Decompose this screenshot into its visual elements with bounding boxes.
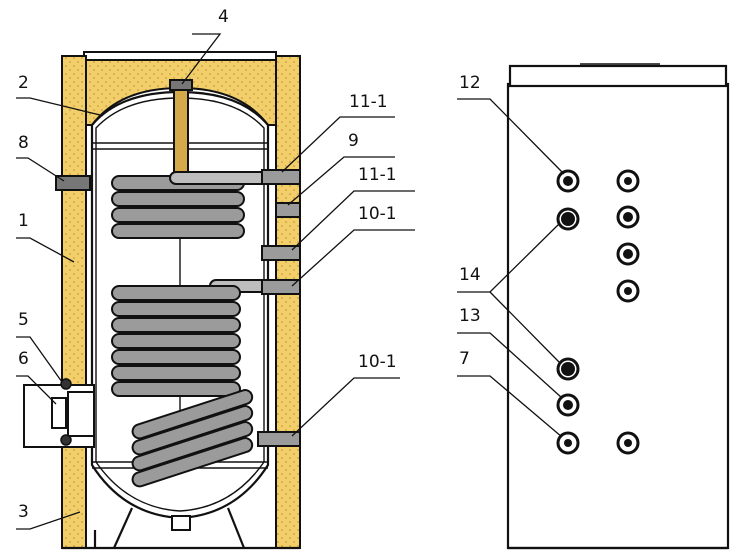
callout-8: 8: [18, 133, 29, 153]
callout-4: 4: [218, 7, 229, 27]
callout-2: 2: [18, 73, 29, 93]
upper-coil: [111, 171, 271, 239]
callout-12: 12: [459, 73, 481, 93]
callout-labels: 4 2 8 1 5 6 3 11-1 9 11-1 10-1 10-1 12 1…: [18, 7, 481, 522]
callout-7: 7: [459, 349, 470, 369]
heater-flange: [23, 378, 95, 448]
section-view: [23, 51, 301, 550]
leader-lines: [16, 33, 565, 530]
callout-11-1-top: 11-1: [349, 92, 388, 112]
callout-6: 6: [18, 349, 29, 369]
callout-3: 3: [18, 502, 29, 522]
lower-coil: [111, 279, 271, 488]
callout-11-1-second: 11-1: [358, 165, 397, 185]
callout-5: 5: [18, 310, 29, 330]
callout-14: 14: [459, 265, 481, 285]
front-view: [506, 63, 730, 550]
insulation-left: [61, 55, 87, 549]
insulation-right: [275, 55, 301, 549]
callout-1: 1: [18, 211, 29, 231]
callout-10-1-lower: 10-1: [358, 352, 397, 372]
callout-13: 13: [459, 306, 481, 326]
anode-cap: [169, 79, 193, 91]
callout-9: 9: [348, 131, 359, 151]
front-ports: [556, 169, 640, 455]
front-lid: [508, 64, 728, 88]
sensor-port: [55, 175, 91, 191]
callout-10-1-upper: 10-1: [358, 204, 397, 224]
casing-top: [83, 51, 277, 61]
front-body: [506, 82, 730, 550]
right-fittings: [257, 169, 301, 447]
tank-shell: [90, 90, 270, 520]
